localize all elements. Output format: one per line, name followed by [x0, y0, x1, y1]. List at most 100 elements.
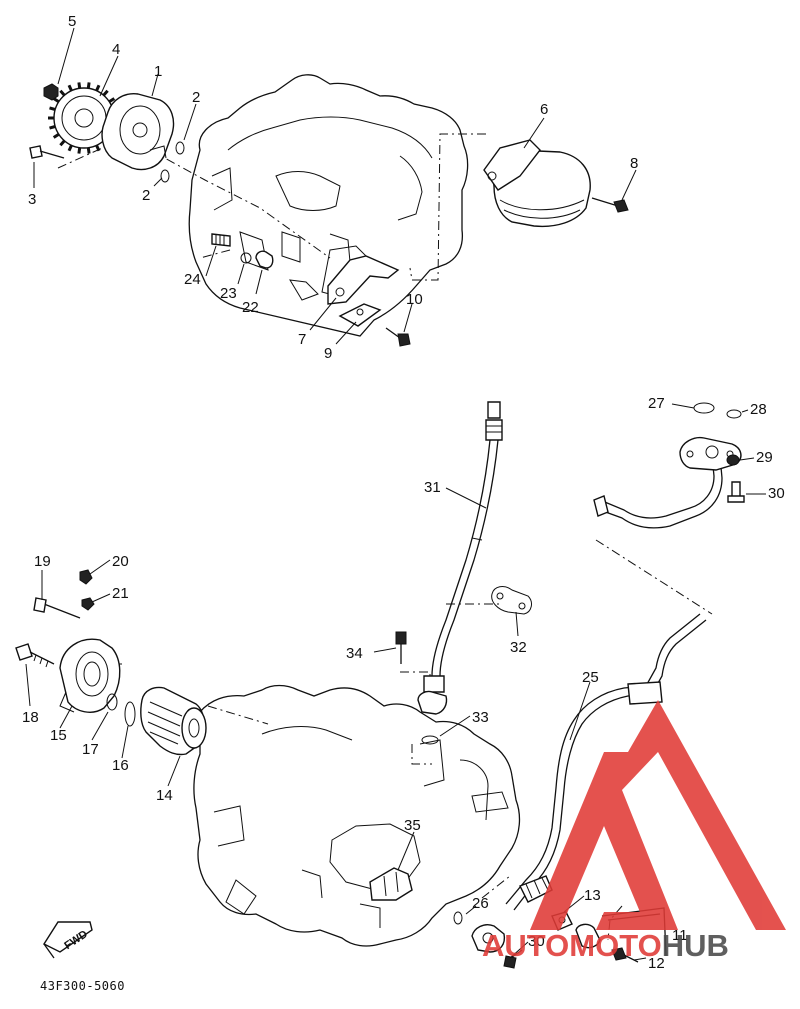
- callout-18: 18: [22, 709, 39, 726]
- callout-25: 25: [582, 669, 599, 686]
- callout-1: 1: [154, 63, 162, 80]
- pump-bolt-3: [29, 145, 65, 159]
- callout-24: 24: [184, 271, 201, 288]
- nut-20: [79, 569, 93, 585]
- gear-tooth: [52, 132, 60, 139]
- o-ring-2-lower: [160, 169, 170, 183]
- callout-4: 4: [112, 41, 120, 58]
- callout-8: 8: [630, 155, 638, 172]
- gear-tooth: [77, 82, 82, 89]
- o-ring-27: [693, 402, 715, 414]
- bolt-30-upper: [727, 481, 745, 503]
- callout-27: 27: [648, 395, 665, 412]
- filter-bolt-19: [33, 597, 81, 619]
- callout-34: 34: [346, 645, 363, 662]
- oil-strainer: [483, 139, 591, 228]
- callout-22: 22: [242, 299, 259, 316]
- callout-17: 17: [82, 741, 99, 758]
- filter-bolt-18: [15, 643, 55, 668]
- callout-6: 6: [540, 101, 548, 118]
- bolt-34: [395, 631, 407, 664]
- callout-26: 26: [472, 895, 489, 912]
- callout-30-lower: 30: [528, 933, 545, 950]
- gear-tooth: [86, 147, 91, 154]
- washer-29: [726, 454, 740, 466]
- automotohub-watermark: AUTOMOTOHUB: [482, 700, 786, 963]
- callout-29: 29: [756, 449, 773, 466]
- callout-numbers: 5 4 1 2 2 3 6 8 24 23 22 7 9 10 27 28 29…: [22, 13, 785, 972]
- callout-21: 21: [112, 585, 129, 602]
- callout-30-upper: 30: [768, 485, 785, 502]
- gear-nut: [43, 83, 59, 101]
- callout-19: 19: [34, 553, 51, 570]
- o-ring-16: [124, 701, 136, 727]
- oil-pump-body: [101, 93, 175, 171]
- baffle-plate: [327, 255, 400, 305]
- bolt-30-lower: [503, 949, 523, 969]
- gear-tooth: [67, 144, 73, 152]
- gear-tooth: [59, 139, 66, 147]
- gear-tooth: [59, 89, 66, 97]
- callout-12: 12: [648, 955, 665, 972]
- ring-23: [240, 252, 252, 264]
- bolt-10: [385, 327, 411, 347]
- washer-21: [81, 597, 95, 611]
- o-ring-33: [421, 735, 439, 745]
- stud-24: [211, 233, 231, 247]
- callout-9: 9: [324, 345, 332, 362]
- gear-tooth: [95, 144, 101, 152]
- washer-28: [726, 409, 742, 419]
- gasket-32: [491, 586, 532, 615]
- filter-cover: [59, 638, 121, 713]
- gear-tooth: [49, 106, 56, 111]
- watermark-logo-triangle: [530, 700, 786, 930]
- forward-direction-arrow: FWD: [42, 921, 93, 959]
- gear-tooth: [49, 125, 56, 130]
- gear-tooth: [95, 84, 101, 92]
- callout-15: 15: [50, 727, 67, 744]
- watermark-hub: HUB: [662, 928, 729, 963]
- gear-tooth: [52, 97, 60, 104]
- callout-28: 28: [750, 401, 767, 418]
- callout-2-upper: 2: [192, 89, 200, 106]
- gear-tooth: [102, 89, 109, 97]
- callout-20: 20: [112, 553, 129, 570]
- watermark-auto: AUTO: [482, 928, 569, 963]
- callout-16: 16: [112, 757, 129, 774]
- pipe-upper-right: [593, 436, 742, 529]
- o-ring-26b: [453, 911, 463, 925]
- gear-tooth: [108, 97, 116, 104]
- breather-35: [369, 867, 413, 901]
- callout-5: 5: [68, 13, 76, 30]
- callout-11: 11: [672, 927, 688, 944]
- callout-14: 14: [156, 787, 173, 804]
- watermark-text: AUTOMOTOHUB: [482, 928, 729, 963]
- callout-31: 31: [424, 479, 441, 496]
- banjo-fitting-26: [471, 924, 506, 953]
- callout-3: 3: [28, 191, 36, 208]
- collar-22: [255, 250, 274, 269]
- callout-32: 32: [510, 639, 527, 656]
- callout-23: 23: [220, 285, 237, 302]
- callout-2-lower: 2: [142, 187, 150, 204]
- diagram-code: 43F300-5060: [40, 979, 125, 993]
- gear-tooth: [67, 84, 73, 92]
- leader-lines: [25, 27, 766, 961]
- oil-filter-element: [140, 686, 207, 756]
- callout-7: 7: [298, 331, 306, 348]
- callout-10: 10: [406, 291, 423, 308]
- watermark-moto: MOTO: [569, 928, 661, 963]
- bolt-12: [611, 947, 639, 963]
- o-ring-17: [106, 693, 118, 711]
- callout-35: 35: [404, 817, 421, 834]
- gear-tooth: [86, 82, 91, 89]
- strainer-bolt-8: [591, 197, 629, 213]
- plug-13b: [575, 923, 601, 949]
- o-ring-2-upper: [175, 141, 185, 155]
- oil-pipe-31: [417, 401, 503, 715]
- callout-33: 33: [472, 709, 489, 726]
- callout-13: 13: [584, 887, 601, 904]
- lower-crankcase-outline: [193, 684, 521, 947]
- plate-bracket-9: [338, 303, 382, 327]
